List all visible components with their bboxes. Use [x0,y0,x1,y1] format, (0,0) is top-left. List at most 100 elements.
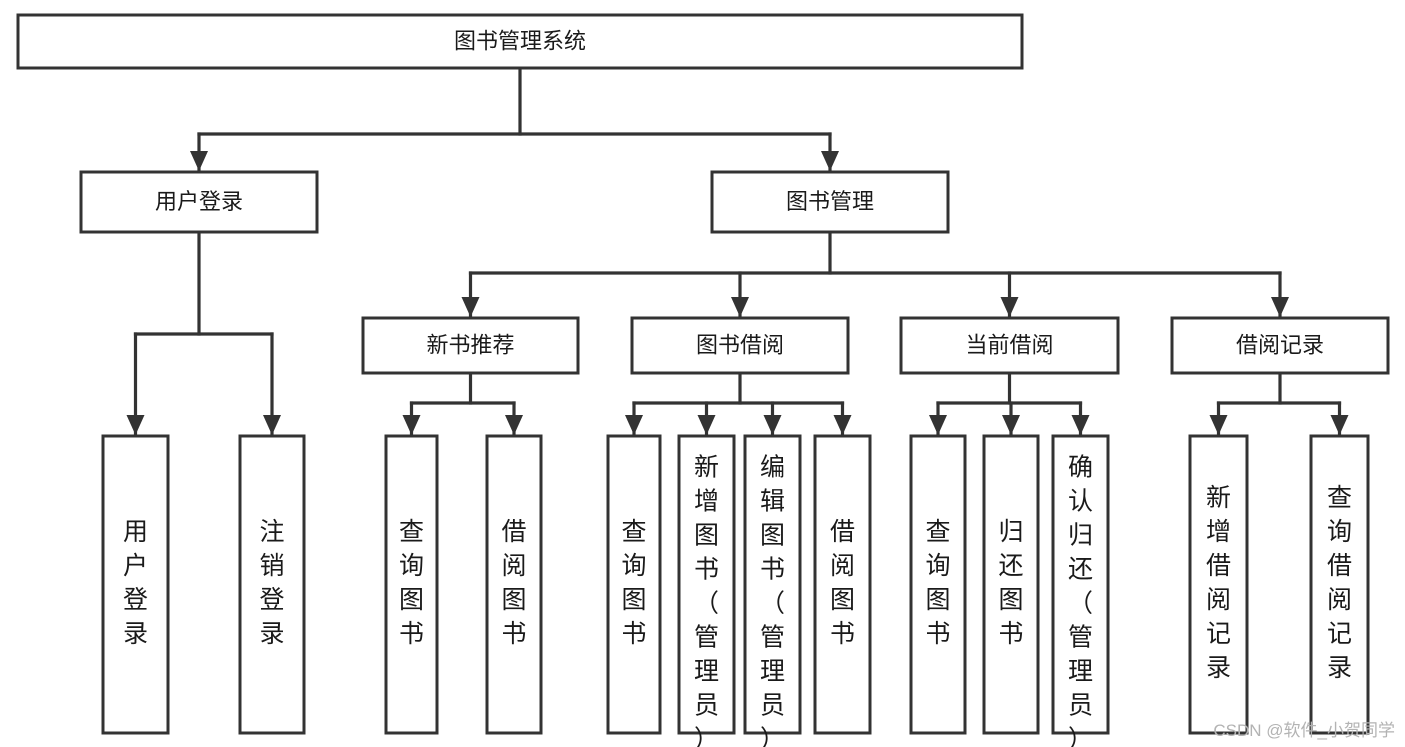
node-label-char: 员 [694,692,719,720]
node-box-leaf-query-book-3 [909,434,967,735]
arrow-head-icon [1209,415,1228,435]
node-label-char: 阅 [830,552,855,580]
node-label-char: 编 [760,454,785,482]
node-box-leaf-query-book-2 [606,434,662,735]
arrow-head-icon [731,297,749,317]
node-label-char: （ [1068,590,1093,618]
arrow-head-icon [625,415,643,435]
node-label-char: 理 [694,658,719,686]
node-label-char: 用 [123,518,148,546]
node-new-book-recommend[interactable]: 新书推荐 [361,316,580,375]
node-label-char: 图 [621,586,646,614]
arrow-head-icon [1271,297,1289,317]
node-leaf-logout-login[interactable]: 注销登录注销登录 [238,434,306,735]
node-label-char: 查 [621,518,646,546]
node-box-leaf-edit-book-admin [743,434,802,735]
node-label-char: 管 [1068,624,1093,652]
node-label-char: 查 [399,518,424,546]
node-label-char: 图 [760,522,785,550]
node-label-char: 书 [501,620,526,648]
node-label-char: 管 [694,624,719,652]
node-leaf-return-book[interactable]: 归还图书归还图书 [982,434,1040,735]
node-book-borrow[interactable]: 图书借阅 [630,316,850,375]
node-label-char: 书 [925,620,950,648]
node-label-char: 书 [998,620,1023,648]
node-borrow-record[interactable]: 借阅记录 [1170,316,1390,375]
node-leaf-add-borrow-record[interactable]: 新增借阅记录新增借阅记录 [1188,434,1249,735]
node-leaf-query-book-3[interactable]: 查询图书查询图书 [909,434,967,735]
node-book-management[interactable]: 图书管理 [710,170,950,234]
node-box-leaf-query-book-1 [384,434,439,735]
node-box-leaf-add-book-admin [677,434,736,735]
node-label-char: ） [760,726,785,747]
node-box-leaf-confirm-return-admin [1051,434,1110,735]
arrow-head-icon [190,151,208,171]
node-label-char: 理 [760,658,785,686]
node-box-leaf-user-login [101,434,170,735]
node-label-char: 借 [1327,552,1352,580]
arrow-head-icon [763,415,782,435]
node-label-char: 询 [1327,518,1352,546]
node-label-char: 销 [259,552,284,580]
node-label-char: 登 [123,586,148,614]
node-box-book-borrow [630,316,850,375]
node-label-current-borrow: 当前借阅 [965,332,1053,357]
node-box-current-borrow [899,316,1120,375]
node-leaf-user-login[interactable]: 用户登录用户登录 [101,434,170,735]
nodes-layer: 图书管理系统用户登录图书管理新书推荐图书借阅当前借阅借阅记录用户登录用户登录注销… [16,13,1390,747]
node-leaf-borrow-book-2[interactable]: 借阅图书借阅图书 [813,434,872,735]
node-label-char: （ [760,590,785,618]
node-label-borrow-record: 借阅记录 [1236,332,1324,357]
node-label-char: ） [1068,726,1093,747]
node-box-leaf-add-borrow-record [1188,434,1249,735]
node-label-char: 书 [830,620,855,648]
node-label-char: 理 [1068,658,1093,686]
node-user-login[interactable]: 用户登录 [79,170,319,234]
arrow-head-icon [1071,415,1090,435]
node-leaf-query-borrow-record[interactable]: 查询借阅记录查询借阅记录 [1309,434,1370,735]
arrow-head-icon [126,415,145,435]
node-label-char: 确 [1068,454,1093,482]
node-label-char: 录 [123,620,148,648]
node-root[interactable]: 图书管理系统 [16,13,1024,70]
node-leaf-query-book-1[interactable]: 查询图书查询图书 [384,434,439,735]
node-label-user-login: 用户登录 [155,189,243,214]
arrow-head-icon [929,415,947,435]
node-label-char: 管 [760,624,785,652]
node-box-leaf-query-borrow-record [1309,434,1370,735]
node-box-leaf-return-book [982,434,1040,735]
node-label-char: 辑 [760,488,785,516]
node-label-char: 书 [694,556,719,584]
node-label-char: 询 [399,552,424,580]
arrow-head-icon [1000,297,1019,317]
node-box-leaf-borrow-book-1 [485,434,543,735]
arrow-head-icon [402,415,421,435]
node-leaf-borrow-book-1[interactable]: 借阅图书借阅图书 [485,434,543,735]
node-label-char: 询 [925,552,950,580]
connectors-layer [126,66,1349,437]
node-label-char: 图 [694,522,719,550]
node-label-char: 还 [998,552,1023,580]
arrow-head-icon [263,415,281,435]
arrow-head-icon [821,151,839,171]
node-label-char: 图 [998,586,1023,614]
node-label-book-management: 图书管理 [786,189,874,214]
node-label-char: 登 [259,586,284,614]
node-label-char: 注 [259,518,284,546]
node-label-char: 书 [399,620,424,648]
node-label-new-book-recommend: 新书推荐 [426,332,514,357]
node-label-char: 书 [621,620,646,648]
node-label-char: 认 [1068,488,1093,516]
node-leaf-query-book-2[interactable]: 查询图书查询图书 [606,434,662,735]
watermark-text: CSDN @软件_小贺同学 [1213,721,1395,740]
node-label-char: 阅 [1206,586,1231,614]
node-label-char: 记 [1327,620,1352,648]
node-current-borrow[interactable]: 当前借阅 [899,316,1120,375]
node-label-root: 图书管理系统 [454,28,586,53]
node-label-char: 借 [830,518,855,546]
node-label-char: 阅 [501,552,526,580]
